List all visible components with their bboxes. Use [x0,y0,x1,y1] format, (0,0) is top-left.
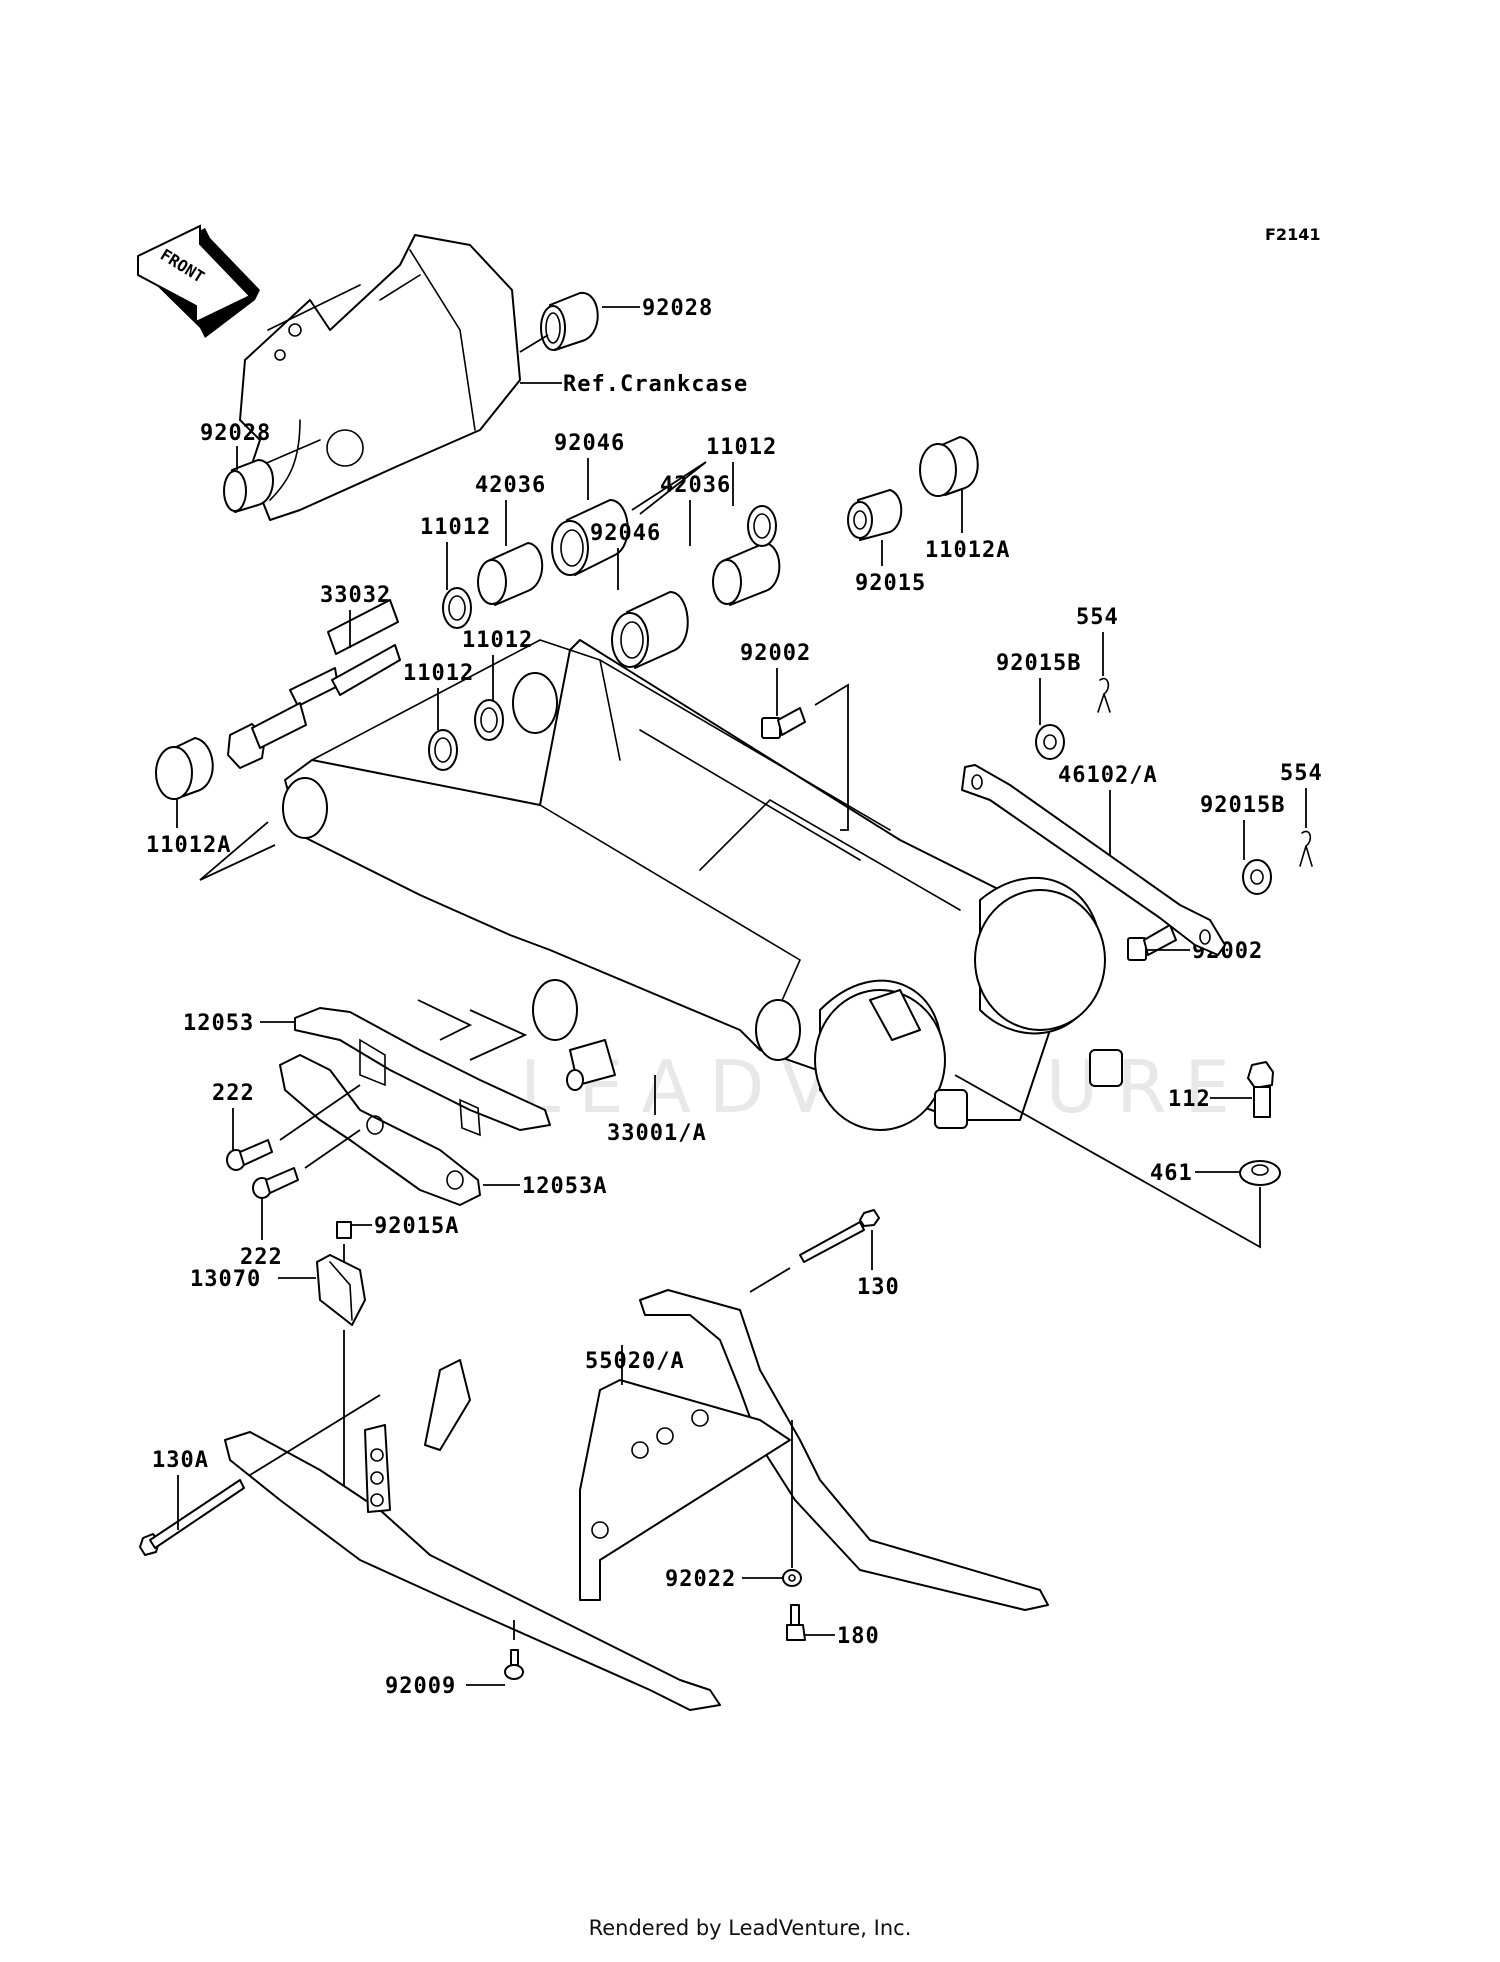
callout-92028-upper: 92028 [642,296,713,321]
callout-461: 461 [1150,1161,1193,1186]
callout-42036-right: 42036 [660,473,731,498]
part-92028-upper [519,291,599,353]
callout-11012A-right: 11012A [925,538,1010,563]
callout-92046-upper: 92046 [554,431,625,456]
part-92028-lower [223,459,274,513]
callout-11012-d: 11012 [403,661,474,686]
callout-92046-lower: 92046 [590,521,661,546]
callout-12053: 12053 [183,1011,254,1036]
part-554-lower [1299,830,1313,867]
callout-33001A: 33001/A [607,1121,707,1146]
callout-130: 130 [857,1275,900,1300]
callout-92015B-lower: 92015B [1200,793,1285,818]
callout-46102A: 46102/A [1058,763,1158,788]
callout-92015: 92015 [855,571,926,596]
callout-92009: 92009 [385,1674,456,1699]
part-180-bolt [786,1604,806,1641]
part-461-washer [1239,1160,1281,1186]
part-222-lower [252,1167,299,1199]
callout-55020A: 55020/A [585,1349,685,1374]
part-92022-washer [782,1569,802,1587]
callout-92002-upper: 92002 [740,641,811,666]
callout-92015A: 92015A [374,1214,459,1239]
part-11012-a [442,587,472,629]
part-92015B-upper [1035,724,1065,760]
part-46102A-tie-rod [961,764,1226,956]
part-12053A-guide [279,1054,481,1206]
callout-554-upper: 554 [1076,605,1119,630]
callout-11012A-left: 11012A [146,833,231,858]
crankcase-reference [239,234,521,521]
part-11012A-left [155,737,214,800]
part-92015A-nut [336,1221,352,1239]
part-92015 [847,489,903,541]
part-112-bolt [1247,1061,1274,1118]
part-92046-lower [611,591,689,669]
callout-11012-b: 11012 [706,435,777,460]
callout-92028-lower: 92028 [200,421,271,446]
diagram-code: F2141 [1265,225,1320,244]
part-130-bolt [799,1209,880,1263]
callout-92022: 92022 [665,1567,736,1592]
callout-11012-a: 11012 [420,515,491,540]
part-55020A-chain-case [224,1289,1049,1711]
part-92002-upper [761,707,806,739]
part-12053-chain-slider [294,1007,551,1137]
part-92046-upper [551,499,629,576]
reference-label-crankcase: Ref.Crankcase [563,372,748,397]
callout-12053A: 12053A [522,1174,607,1199]
part-42036-right [712,542,781,606]
part-92002-lower [1127,924,1177,961]
part-92015B-lower [1242,859,1272,895]
part-42036-left [477,542,544,606]
callout-180: 180 [837,1624,880,1649]
part-11012-d [428,729,458,771]
part-11012A-right [919,436,979,497]
front-arrow-icon: FRONT [137,224,260,338]
callout-222-upper: 222 [212,1081,255,1106]
part-33001A-swingarm [282,639,1123,1131]
part-92009-screw [504,1649,524,1680]
part-11012-c [474,699,504,741]
part-13070-block [316,1254,366,1326]
part-222-upper [226,1139,273,1171]
callout-554-lower: 554 [1280,761,1323,786]
part-33032 [227,599,401,769]
callout-13070: 13070 [190,1267,261,1292]
callout-92015B-upper: 92015B [996,651,1081,676]
part-11012-b [747,505,777,547]
callout-222-lower: 222 [240,1245,283,1270]
part-130A-bolt [139,1479,245,1556]
callout-42036-left: 42036 [475,473,546,498]
callout-33032: 33032 [320,583,391,608]
callout-130A: 130A [152,1448,209,1473]
callout-11012-c: 11012 [462,628,533,653]
part-554-upper [1097,677,1111,713]
callout-112: 112 [1168,1087,1211,1112]
footer-credit: Rendered by LeadVenture, Inc. [588,1916,912,1940]
